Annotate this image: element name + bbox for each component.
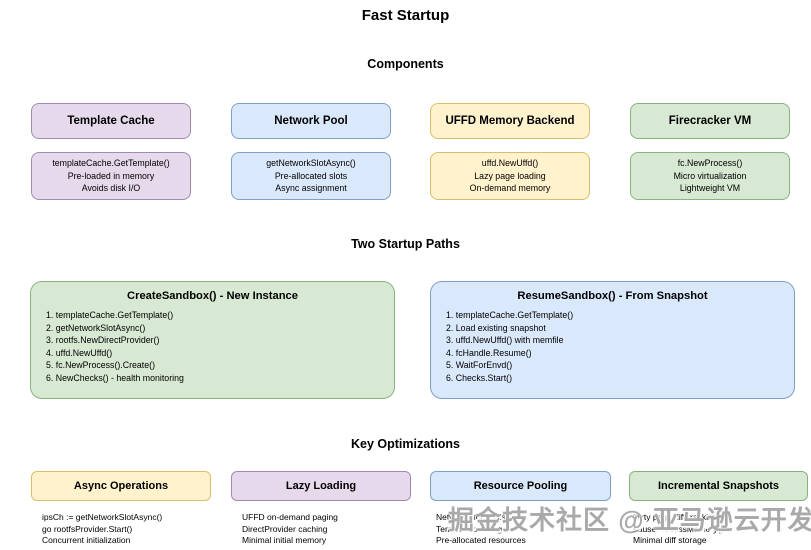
optimization-details-lazy-loading: UFFD on-demand paging DirectProvider cac… bbox=[242, 512, 338, 547]
detail-line: getNetworkSlotAsync() bbox=[266, 158, 356, 169]
detail-line: DirectProvider caching bbox=[242, 523, 328, 534]
detail-line: Template caching bbox=[436, 523, 503, 534]
path-steps: 1. templateCache.GetTemplate() 2. Load e… bbox=[446, 309, 794, 384]
optimization-box-incremental-snapshots: Incremental Snapshots bbox=[629, 471, 808, 501]
detail-line: Pre-allocated slots bbox=[274, 170, 348, 181]
path-step: 3. rootfs.NewDirectProvider() bbox=[46, 335, 160, 345]
optimization-details-incremental-snapshots: Dirty page diff tracking pauseProcessMem… bbox=[633, 512, 723, 547]
detail-line: pauseProcessMemory() bbox=[633, 523, 724, 534]
optimization-details-resource-pooling: Network slot pools Template caching Pre-… bbox=[436, 512, 526, 547]
path-step: 5. WaitForEnvd() bbox=[446, 360, 513, 370]
path-box-create-sandbox: CreateSandbox() - New Instance 1. templa… bbox=[30, 281, 395, 399]
detail-line: Minimal initial memory bbox=[242, 535, 327, 545]
component-details-uffd-memory-backend: uffd.NewUffd() Lazy page loading On-dema… bbox=[430, 152, 590, 200]
path-step: 3. uffd.NewUffd() with memfile bbox=[446, 335, 564, 345]
path-step: 6. Checks.Start() bbox=[446, 372, 512, 383]
detail-line: uffd.NewUffd() bbox=[481, 158, 539, 169]
detail-line: Dirty page diff tracking bbox=[633, 512, 718, 522]
component-box-network-pool: Network Pool bbox=[231, 103, 391, 139]
component-box-firecracker-vm: Firecracker VM bbox=[630, 103, 790, 139]
section-heading-startup-paths: Two Startup Paths bbox=[351, 237, 460, 251]
detail-line: fc.NewProcess() bbox=[677, 158, 743, 169]
detail-line: Lightweight VM bbox=[679, 183, 741, 194]
detail-line: Lazy page loading bbox=[474, 170, 546, 181]
optimization-title: Lazy Loading bbox=[285, 480, 357, 492]
optimization-details-async-operations: ipsCh := getNetworkSlotAsync() go rootfs… bbox=[42, 512, 162, 547]
path-title: CreateSandbox() - New Instance bbox=[127, 290, 298, 302]
optimization-title: Async Operations bbox=[73, 480, 169, 492]
detail-line: go rootfsProvider.Start() bbox=[42, 523, 133, 534]
path-steps: 1. templateCache.GetTemplate() 2. getNet… bbox=[46, 309, 394, 384]
path-title: ResumeSandbox() - From Snapshot bbox=[517, 290, 708, 302]
detail-line: UFFD on-demand paging bbox=[242, 512, 338, 522]
path-step: 6. NewChecks() - health monitoring bbox=[46, 372, 184, 383]
component-title: Network Pool bbox=[274, 115, 348, 127]
path-step: 2. Load existing snapshot bbox=[446, 322, 546, 333]
detail-line: ipsCh := getNetworkSlotAsync() bbox=[42, 512, 163, 522]
component-box-template-cache: Template Cache bbox=[31, 103, 191, 139]
detail-line: Async assignment bbox=[275, 183, 347, 194]
detail-line: Network slot pools bbox=[436, 512, 506, 522]
component-details-firecracker-vm: fc.NewProcess() Micro virtualization Lig… bbox=[630, 152, 790, 200]
path-step: 1. templateCache.GetTemplate() bbox=[446, 310, 574, 320]
detail-line: On-demand memory bbox=[469, 183, 551, 194]
path-step: 1. templateCache.GetTemplate() bbox=[46, 310, 174, 320]
detail-line: Micro virtualization bbox=[673, 170, 747, 181]
section-heading-key-optimizations: Key Optimizations bbox=[350, 437, 461, 451]
page-title: Fast Startup bbox=[361, 7, 450, 24]
component-box-uffd-memory-backend: UFFD Memory Backend bbox=[430, 103, 590, 139]
optimization-box-lazy-loading: Lazy Loading bbox=[231, 471, 411, 501]
component-details-template-cache: templateCache.GetTemplate() Pre-loaded i… bbox=[31, 152, 191, 200]
path-box-resume-sandbox: ResumeSandbox() - From Snapshot 1. templ… bbox=[430, 281, 795, 399]
detail-line: templateCache.GetTemplate() bbox=[52, 158, 170, 169]
optimization-title: Resource Pooling bbox=[473, 480, 568, 492]
detail-line: Avoids disk I/O bbox=[81, 183, 141, 194]
path-step: 5. fc.NewProcess().Create() bbox=[46, 360, 156, 370]
detail-line: Concurrent initialization bbox=[42, 535, 131, 545]
detail-line: Pre-loaded in memory bbox=[67, 170, 155, 181]
detail-line: Minimal diff storage bbox=[633, 535, 707, 545]
path-step: 2. getNetworkSlotAsync() bbox=[46, 322, 146, 333]
component-title: UFFD Memory Backend bbox=[445, 115, 575, 127]
component-details-network-pool: getNetworkSlotAsync() Pre-allocated slot… bbox=[231, 152, 391, 200]
path-step: 4. uffd.NewUffd() bbox=[46, 347, 113, 358]
watermark-text: 掘金技术社区 @ 亚马逊云开发者 bbox=[448, 505, 811, 535]
optimization-box-resource-pooling: Resource Pooling bbox=[430, 471, 611, 501]
component-title: Template Cache bbox=[67, 115, 155, 127]
component-title: Firecracker VM bbox=[668, 115, 752, 127]
path-step: 4. fcHandle.Resume() bbox=[446, 347, 532, 358]
optimization-box-async-operations: Async Operations bbox=[31, 471, 211, 501]
detail-line: Pre-allocated resources bbox=[436, 535, 526, 545]
optimization-title: Incremental Snapshots bbox=[657, 480, 780, 492]
section-heading-components: Components bbox=[367, 57, 444, 71]
